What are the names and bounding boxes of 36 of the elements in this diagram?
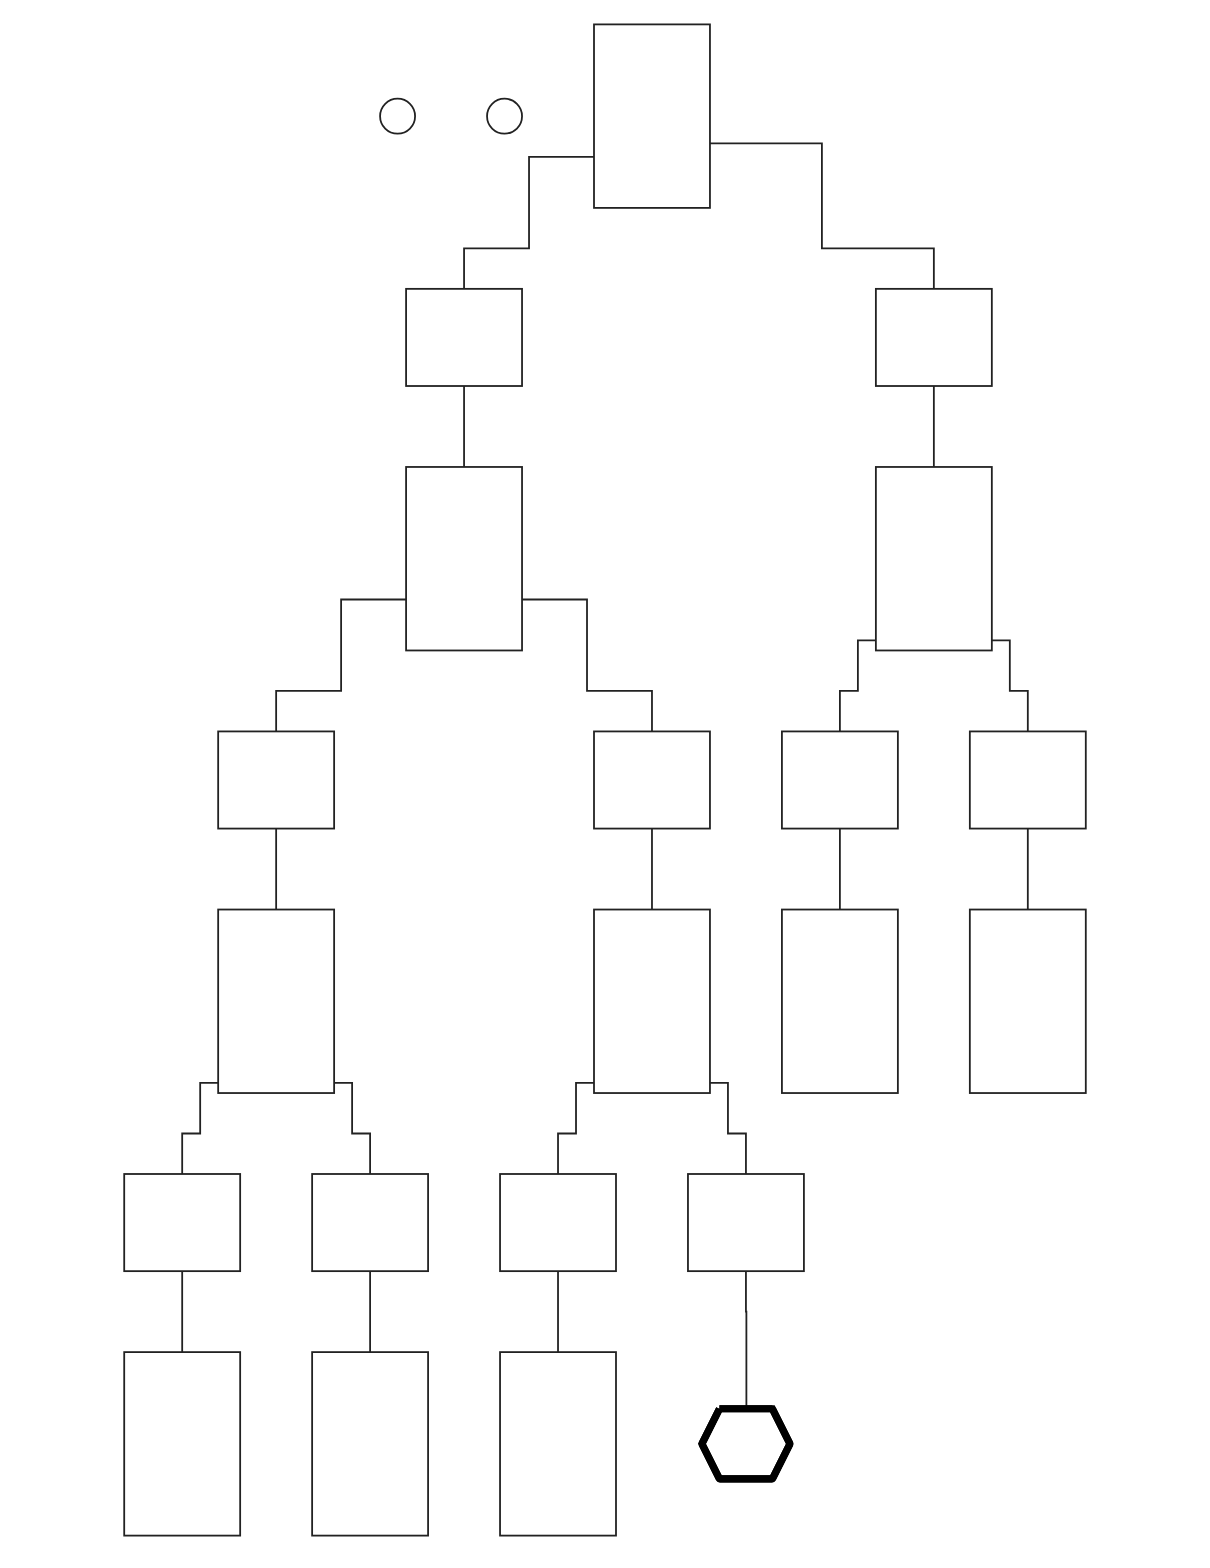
connector	[275, 827, 278, 911]
node-box	[593, 730, 711, 830]
node-box	[123, 1173, 242, 1273]
connector	[463, 385, 465, 468]
connector	[651, 827, 653, 911]
node-box	[593, 908, 711, 1094]
node-box	[499, 1173, 617, 1273]
node-box	[875, 466, 993, 652]
connector	[557, 1270, 559, 1353]
connector	[709, 142, 935, 290]
node-box	[217, 908, 335, 1094]
connector	[463, 156, 595, 290]
node-box	[781, 730, 899, 830]
node-box	[593, 23, 711, 209]
node-box	[123, 1351, 242, 1537]
node-box	[781, 908, 899, 1094]
node-box	[968, 908, 1087, 1094]
node-circle	[379, 97, 416, 135]
node-box	[968, 730, 1087, 830]
node-box	[499, 1351, 617, 1537]
node-box	[217, 730, 335, 830]
node-box	[405, 287, 523, 387]
connector	[369, 1270, 371, 1353]
connector	[1026, 827, 1029, 911]
connector	[275, 598, 407, 733]
node-circle	[486, 97, 523, 135]
connector	[932, 385, 935, 468]
connector	[839, 827, 841, 911]
node-box	[311, 1351, 429, 1537]
node-box	[405, 466, 523, 652]
connector	[709, 1082, 747, 1175]
node-box	[311, 1173, 429, 1273]
connector	[557, 1082, 595, 1175]
node-box	[875, 287, 993, 387]
node-box	[687, 1173, 805, 1273]
connector	[181, 1270, 184, 1353]
